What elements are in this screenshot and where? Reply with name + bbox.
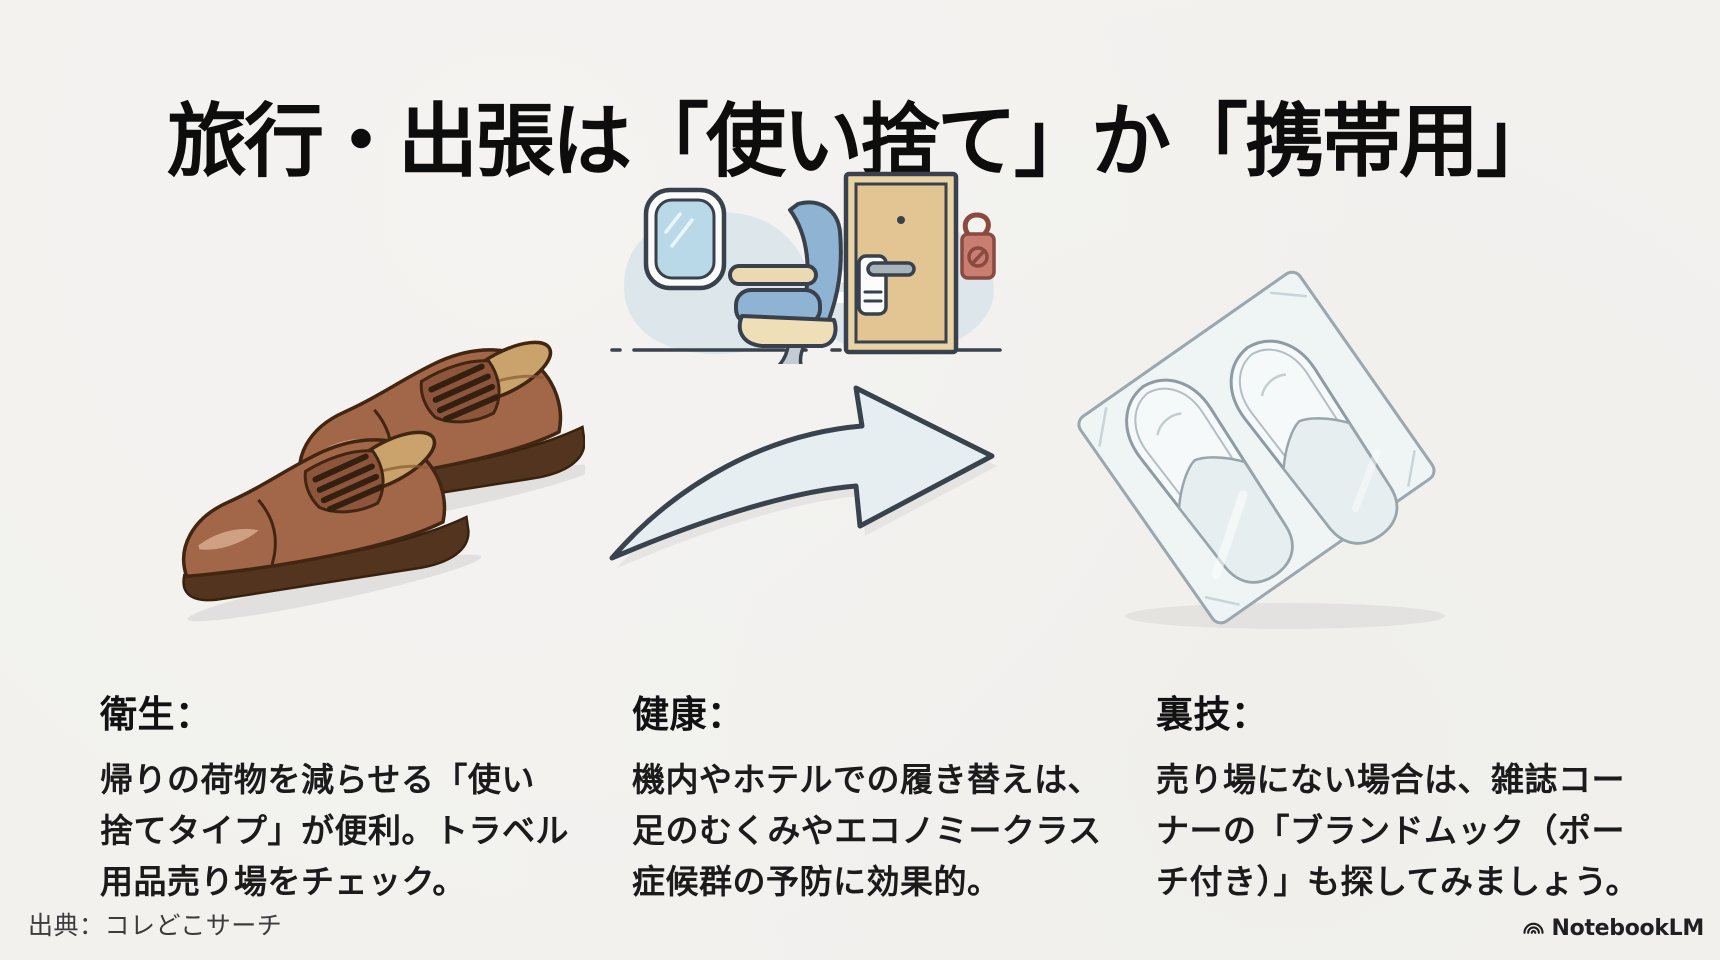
section-health-heading: 健康： (632, 693, 745, 736)
section-trick-heading: 裏技： (1156, 693, 1269, 736)
seat-and-door-illustration (610, 171, 1002, 364)
packaged-slippers-illustration (1077, 270, 1445, 629)
brand-logo: NotebookLM (1522, 916, 1704, 941)
brand-name: NotebookLM (1551, 916, 1705, 941)
airplane-seat-icon (728, 200, 843, 364)
section-health: 健康： 機内やホテルでの履き替えは、 足のむくみやエコノミークラス 症候群の予防… (632, 684, 1132, 907)
section-trick: 裏技： 売り場にない場合は、雑誌コー ナーの「ブランドムック（ポー チ付き）」も… (1156, 684, 1656, 907)
notebooklm-icon (1522, 922, 1544, 934)
source-credit: 出典：コレどこサーチ (28, 911, 283, 940)
section-trick-body: 売り場にない場合は、雑誌コー ナーの「ブランドムック（ポー チ付き）」も探してみ… (1156, 760, 1640, 902)
section-health-body: 機内やホテルでの履き替えは、 足のむくみやエコノミークラス 症候群の予防に効果的… (632, 760, 1102, 902)
brown-shoes-illustration (165, 330, 585, 630)
section-hygiene: 衛生： 帰りの荷物を減らせる「使い 捨てタイプ」が便利。トラベル 用品売り場をチ… (100, 684, 600, 907)
section-hygiene-heading: 衛生： (100, 693, 213, 736)
page-title: 旅行・出張は「使い捨て」か「携帯用」 (167, 94, 1556, 188)
section-hygiene-body: 帰りの荷物を減らせる「使い 捨てタイプ」が便利。トラベル 用品売り場をチェック。 (100, 760, 569, 902)
airplane-window-icon (643, 187, 727, 291)
right-arrow-icon (609, 385, 997, 568)
slipper-right (1229, 339, 1399, 545)
hotel-door-icon (843, 171, 959, 355)
door-hanger-icon (960, 212, 996, 280)
